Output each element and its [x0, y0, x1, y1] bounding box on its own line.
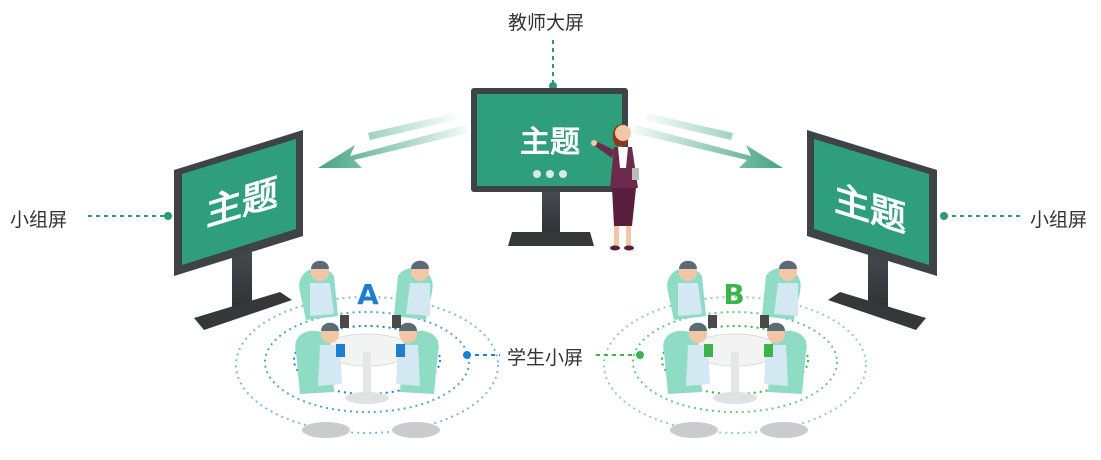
arrow-to-right-screen	[633, 125, 783, 168]
arrow-to-left-screen	[318, 125, 468, 168]
student-group-a: A	[235, 260, 499, 438]
right-group-screen-label: 小组屏	[1030, 209, 1088, 231]
connectors	[88, 40, 1024, 359]
teacher-screen: 主题	[471, 88, 628, 246]
right-group-screen: 主题	[807, 130, 937, 330]
student-group-b: B	[603, 260, 867, 438]
arrows	[318, 113, 783, 168]
left-group-screen: 主题	[174, 130, 303, 330]
teacher-screen-label: 教师大屏	[508, 12, 585, 34]
left-group-screen-label: 小组屏	[10, 209, 68, 231]
student-screens-label: 学生小屏	[503, 343, 588, 370]
teacher-figure	[591, 124, 639, 251]
group-a-label: A	[357, 278, 379, 311]
teacher-screen-title: 主题	[520, 125, 580, 160]
group-b-label: B	[723, 278, 744, 311]
